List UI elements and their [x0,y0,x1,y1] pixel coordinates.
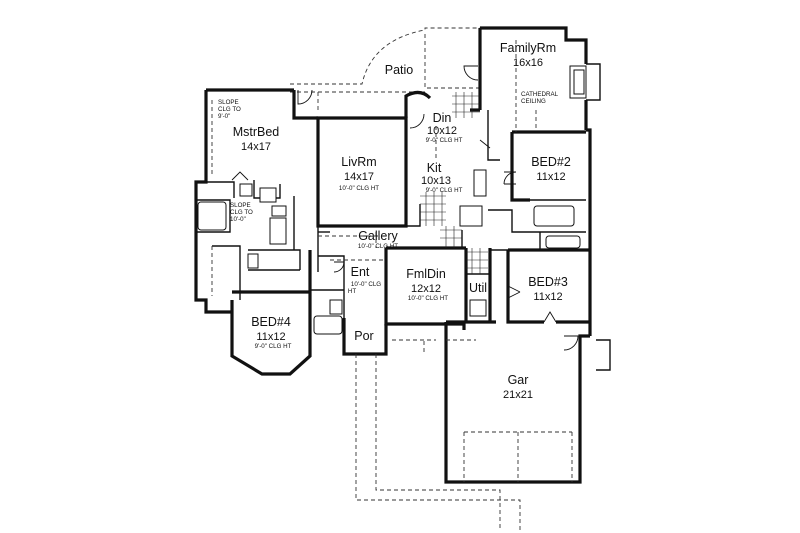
room-bed4-name: BED#4 [251,315,291,329]
room-bed3: BED#3 11x12 [528,275,568,303]
exterior-walls [194,26,592,484]
room-entry-line2: HT [348,288,356,295]
room-bed4-ceiling: 9'-0" CLG HT [255,343,292,350]
room-kitchen-ceiling: 9'-0" CLG HT [426,187,463,194]
room-bed2: BED#2 11x12 [531,155,571,183]
room-master-name: MstrBed [233,125,280,139]
room-dining-ceiling: 9'-0" CLG HT [426,137,463,144]
room-gallery-ceiling: 10'-0" CLG HT [358,243,398,250]
room-family: FamilyRm 16x16 CATHEDRAL CEILING [500,41,559,105]
bath-slope-note: SLOPE CLG TO 10'-0" [230,202,253,223]
master-slope-3: 9'-0" [218,113,230,120]
room-family-name: FamilyRm [500,41,556,55]
master-slope-1: SLOPE [218,99,239,106]
room-patio-name: Patio [385,63,414,77]
doors [231,65,579,351]
bath-slope-2: CLG TO [230,209,253,216]
room-bed3-dims: 11x12 [533,291,562,303]
room-dining-name: Din [433,111,452,125]
bath-slope-3: 10'-0" [230,216,246,223]
room-entry: Ent 10'-0" CLG HT [348,265,381,295]
room-garage-name: Gar [508,373,529,387]
interior-details [196,63,611,371]
room-bed2-dims: 11x12 [536,171,565,183]
room-bed2-name: BED#2 [531,155,571,169]
room-bed4: BED#4 11x12 9'-0" CLG HT [251,315,291,350]
room-dining: Din 10x12 9'-0" CLG HT [426,111,463,144]
room-family-dining-ceiling: 10'-0" CLG HT [408,295,448,302]
dashed-guides [211,40,573,530]
room-master: SLOPE CLG TO 9'-0" MstrBed 14x17 [218,99,279,153]
cathedral-line2: CEILING [521,98,546,105]
room-kitchen-dims: 10x13 [421,175,451,187]
room-family-dining-dims: 12x12 [411,283,441,295]
fixtures [197,169,581,335]
bath-slope-1: SLOPE [230,202,251,209]
room-gallery-name: Gallery [358,229,398,243]
patio-outline [290,27,480,112]
room-living-dims: 14x17 [344,171,374,183]
tile-floor [420,92,488,274]
room-living: LivRm 14x17 10'-0" CLG HT [339,155,379,192]
room-utility-name: Util [469,281,487,295]
room-dining-dims: 10x12 [427,125,457,137]
cathedral-line1: CATHEDRAL [521,91,559,98]
room-living-ceiling: 10'-0" CLG HT [339,185,379,192]
room-garage: Gar 21x21 [503,373,533,401]
room-entry-name: Ent [351,265,370,279]
room-master-dims: 14x17 [241,141,271,153]
room-entry-line1: 10'-0" CLG [351,281,381,288]
room-bed4-dims: 11x12 [256,331,285,343]
room-living-name: LivRm [341,155,376,169]
room-gallery: Gallery 10'-0" CLG HT [358,229,399,250]
room-family-dining-name: FmlDin [406,267,446,281]
room-porch-name: Por [354,329,373,343]
room-bed3-name: BED#3 [528,275,568,289]
room-kitchen-name: Kit [427,161,442,175]
room-kitchen: Kit 10x13 9'-0" CLG HT [421,161,463,194]
room-garage-dims: 21x21 [503,389,533,401]
room-family-dining: FmlDin 12x12 10'-0" CLG HT [406,267,448,302]
room-family-dims: 16x16 [513,57,543,69]
master-slope-2: CLG TO [218,106,241,113]
